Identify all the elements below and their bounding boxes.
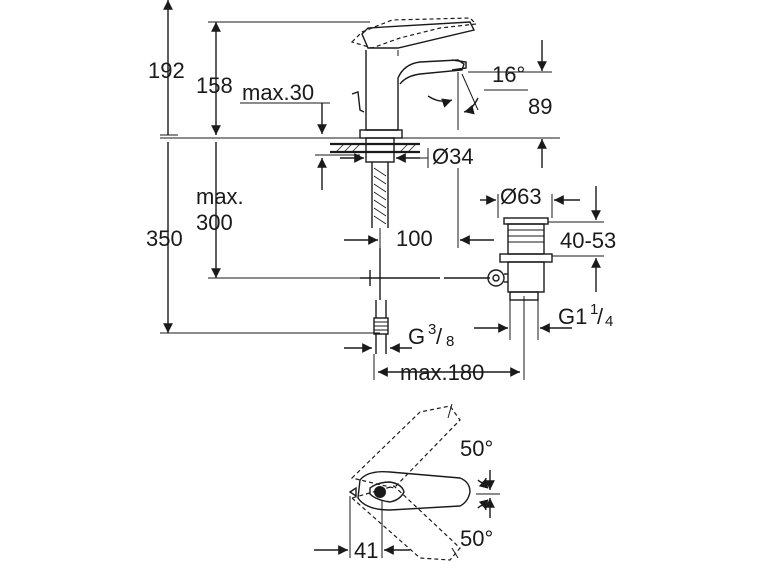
dim-300-line [208, 142, 360, 279]
dim-g114-g: G1 [558, 304, 587, 329]
dim-34-line [340, 148, 429, 168]
dim-158-line [208, 21, 370, 135]
dim-63-label: Ø63 [500, 184, 542, 209]
dim-g38-g: G [408, 324, 425, 349]
dim-41-label: 41 [354, 538, 378, 563]
dim-g38-slash: / [436, 324, 443, 349]
dim-g114-den: 4 [605, 313, 613, 330]
dim-41-line [314, 496, 410, 558]
dim-max30-line [240, 102, 360, 190]
dim-g38-num: 3 [428, 321, 436, 338]
dim-max30-label: max.30 [242, 80, 314, 105]
dim-300-label: 300 [196, 210, 233, 235]
dim-180-label: max.180 [400, 360, 484, 385]
dim-4053-label: 40-53 [560, 228, 616, 253]
dim-180-line [373, 296, 525, 380]
dim-g114-num: 1 [590, 301, 598, 318]
dim-158-label: 158 [196, 73, 233, 98]
dim-g38-den: 8 [446, 333, 454, 350]
lever-top-view [348, 403, 500, 561]
dim-34-label: Ø34 [432, 144, 474, 169]
dim-16-label: 16° [492, 62, 525, 87]
deck-section [330, 137, 420, 228]
dim-192-label: 192 [148, 58, 185, 83]
waste-fitting [487, 217, 553, 301]
dim-100-line [344, 168, 494, 248]
dim-192-line [160, 0, 178, 136]
dim-89-line [468, 40, 552, 168]
dim-350-line [160, 142, 380, 334]
dim-4053-line [548, 186, 604, 292]
tap-body [350, 17, 528, 139]
dim-50-upper-label: 50° [460, 436, 493, 461]
dim-350-label: 350 [146, 226, 183, 251]
dim-50-lower-label: 50° [460, 526, 493, 551]
dim-g114-slash: / [597, 304, 604, 329]
dim-63-line [480, 194, 580, 218]
dim-89-label: 89 [528, 94, 552, 119]
dim-100-label: 100 [396, 226, 433, 251]
supply-pipe [360, 248, 490, 354]
dim-max-label: max. [196, 184, 244, 209]
dim-g114-line [474, 300, 572, 340]
